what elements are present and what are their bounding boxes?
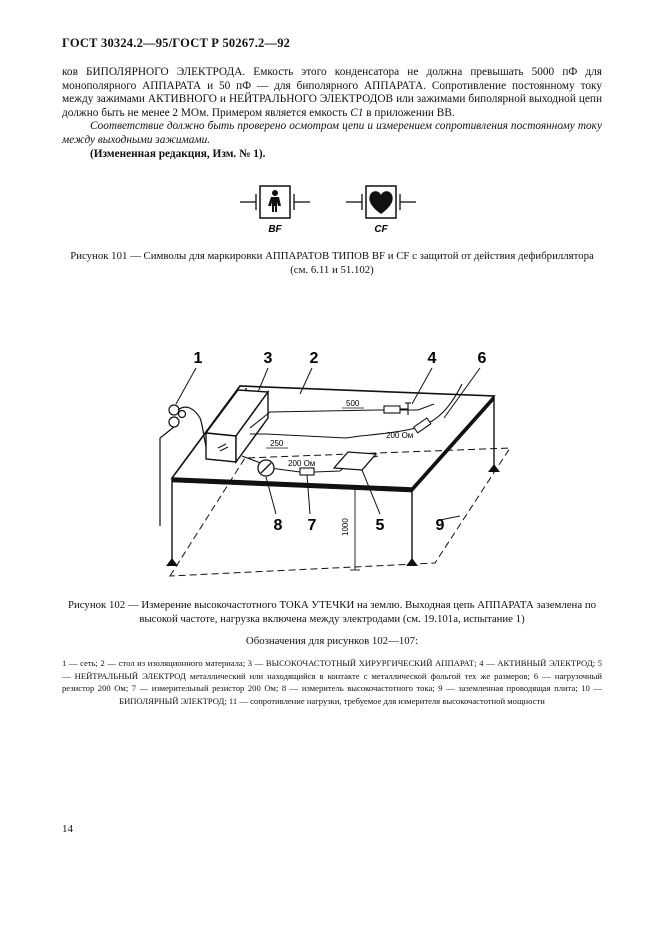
bf-label: BF: [268, 224, 282, 235]
dimension-1000: 1000: [341, 518, 350, 536]
paragraph-1: ков БИПОЛЯРНОГО ЭЛЕКТРОДА. Емкость этого…: [62, 66, 602, 120]
ground-plate: [169, 447, 511, 577]
amendment-note: (Измененная редакция, Изм. № 1).: [90, 147, 266, 160]
measurement-resistor-label: 200 Ом: [288, 459, 315, 468]
cf-label: CF: [374, 224, 388, 235]
legend-title: Обозначения для рисунков 102—107:: [245, 635, 419, 647]
mains-plug: [159, 404, 211, 526]
figure-102-diagram: 200 Ом 200 Ом 500 250 1000 1 3 2 4 6 8 7…: [159, 350, 511, 577]
figure-101-caption: Рисунок 101 — Символы для маркировки АПП…: [70, 250, 594, 276]
callout-7: 7: [308, 517, 317, 534]
dimension-250: 250: [270, 439, 284, 448]
figure-102-caption: Рисунок 102 — Измерение высокочастотного…: [68, 599, 596, 625]
load-resistor-label: 200 Ом: [386, 431, 413, 440]
leg-feet: [166, 464, 500, 566]
symbol-cf: CF: [346, 185, 416, 235]
capacitor-ref: C1: [350, 106, 364, 119]
heart-icon: [369, 191, 393, 214]
callout-leaders: [175, 367, 481, 521]
callout-8: 8: [274, 517, 283, 534]
body-text: ков БИПОЛЯРНОГО ЭЛЕКТРОДА. Емкость этого…: [62, 66, 602, 161]
page-number: 14: [62, 823, 73, 835]
figure-101: BF CF: [240, 185, 416, 235]
neutral-electrode: [332, 451, 378, 471]
callout-4: 4: [428, 350, 437, 367]
callout-5: 5: [376, 517, 385, 534]
person-icon: [268, 190, 281, 212]
paragraph-2: Соответствие должно быть проверено осмот…: [62, 120, 602, 146]
table-top: [170, 385, 496, 493]
paragraph-1-end: в приложении ВВ.: [363, 106, 455, 119]
symbol-bf: BF: [240, 185, 310, 235]
hf-apparatus: [204, 389, 270, 465]
page-header: ГОСТ 30324.2—95/ГОСТ Р 50267.2—92: [62, 36, 291, 50]
measurement-resistor: [299, 467, 315, 476]
hf-current-meter: [257, 459, 275, 477]
callout-1: 1: [194, 350, 203, 367]
dimension-500: 500: [346, 399, 360, 408]
load-resistor: [412, 417, 432, 434]
callout-2: 2: [310, 350, 319, 367]
legend-text: 1 — сеть; 2 — стол из изоляционного мате…: [62, 658, 602, 706]
callout-3: 3: [264, 350, 273, 367]
callout-6: 6: [478, 350, 487, 367]
callout-9: 9: [436, 517, 445, 534]
active-electrode: [383, 402, 411, 415]
paragraph-1-text: ков БИПОЛЯРНОГО ЭЛЕКТРОДА. Емкость этого…: [62, 66, 602, 119]
